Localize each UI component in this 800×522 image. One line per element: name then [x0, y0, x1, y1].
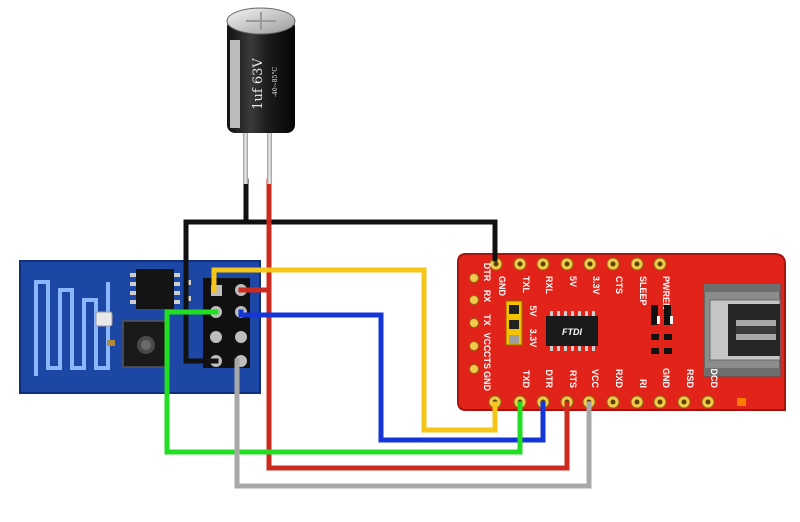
ftdi-top-pin-hole [564, 261, 570, 267]
rx-wire [238, 309, 546, 443]
antenna-trace [34, 280, 110, 376]
ftdi-top-pin-label-3-3v: 3.3V [591, 276, 601, 295]
ftdi-bottom-pin-label-1-txd: TXD [521, 370, 531, 389]
crystal [95, 311, 113, 327]
ftdi-bottom-pin-label-2-dtr: DTR [544, 370, 554, 389]
ftdi-top-pin-hole [493, 261, 499, 267]
ftdi-top-pin-hole [540, 261, 546, 267]
capacitor-temp-rating: -40~85°C [272, 67, 279, 97]
ftdi-top-pin-row: GND TXL RXL 5V 3.3V CTS SLEEP PWREN [489, 257, 671, 310]
ftdi-top-pin-label-5v: 5V [568, 276, 578, 287]
ftdi-top-pin-hole [657, 261, 663, 267]
ftdi-left-label-vcc: VCC [482, 332, 492, 352]
ftdi-top-pin-hole [587, 261, 593, 267]
wires [164, 178, 592, 489]
voltage-jumper: 5V 3.3V [505, 300, 538, 348]
ftdi-left-label-cts: CTS [482, 351, 492, 369]
tx-wire [211, 267, 498, 433]
gnd-wire [183, 178, 498, 364]
ftdi-bottom-pin-label-6-ri: RI [638, 379, 648, 388]
ftdi-left-label-gnd: GND [482, 371, 492, 392]
esp01-module [19, 260, 261, 394]
ftdi-left-label-dtr: DTR [482, 263, 492, 282]
ftdi-top-pin-hole [610, 261, 616, 267]
ftdi-bottom-pin-hole [681, 399, 687, 405]
ftdi-bottom-pin-hole [634, 399, 640, 405]
flash-chip [130, 269, 180, 309]
ftdi-bottom-pin-label-3-rts: RTS [568, 370, 578, 388]
ftdi-top-pin-hole [634, 261, 640, 267]
smd-resistor [107, 340, 115, 346]
vcc-wire [238, 178, 570, 471]
ftdi-top-pin-hole [517, 261, 523, 267]
gpio0-wire [164, 309, 523, 455]
ch-pd-wire [234, 358, 592, 489]
ftdi-bottom-pin-label-4-vcc: VCC [590, 369, 600, 389]
usb-connector [703, 283, 781, 377]
capacitor-rating: 1uf 63V [251, 58, 266, 110]
esp01-pin-header [203, 278, 250, 368]
ftdi-top-pin-label-txl: TXL [521, 276, 531, 294]
ftdi-bottom-pin-hole [610, 399, 616, 405]
jumper-label-3v3: 3.3V [528, 329, 538, 348]
ftdi-bottom-pin-hole [657, 399, 663, 405]
capacitor: 1uf 63V -40~85°C [226, 7, 296, 184]
ftdi-top-pin-label-rxl: RXL [544, 276, 554, 295]
ftdi-bottom-pin-hole [705, 399, 711, 405]
ftdi-chip-label: FTDI [562, 327, 582, 337]
status-led [737, 398, 746, 406]
ftdi-top-pin-label-cts: CTS [614, 276, 624, 294]
ftdi-bottom-pin-label-5-rxd: RXD [614, 369, 624, 389]
ftdi-top-pin-label-sleep: SLEEP [638, 276, 648, 306]
ftdi-chip: FTDI [546, 311, 598, 351]
ftdi-left-label-tx: TX [482, 314, 492, 326]
ftdi-top-pin-label-pwren: PWREN [661, 276, 671, 310]
ftdi-bottom-pin-label-9-dcd: DCD [709, 369, 719, 389]
ftdi-top-pin-label-gnd: GND [497, 276, 507, 297]
ftdi-left-label-rx: RX [482, 290, 492, 303]
ftdi-bottom-pin-label-8-rsd: RSD [685, 369, 695, 389]
esp8266-chip [122, 320, 170, 368]
jumper-label-5v: 5V [528, 305, 538, 316]
ftdi-bottom-pin-label-7-gnd: GND [661, 368, 671, 389]
